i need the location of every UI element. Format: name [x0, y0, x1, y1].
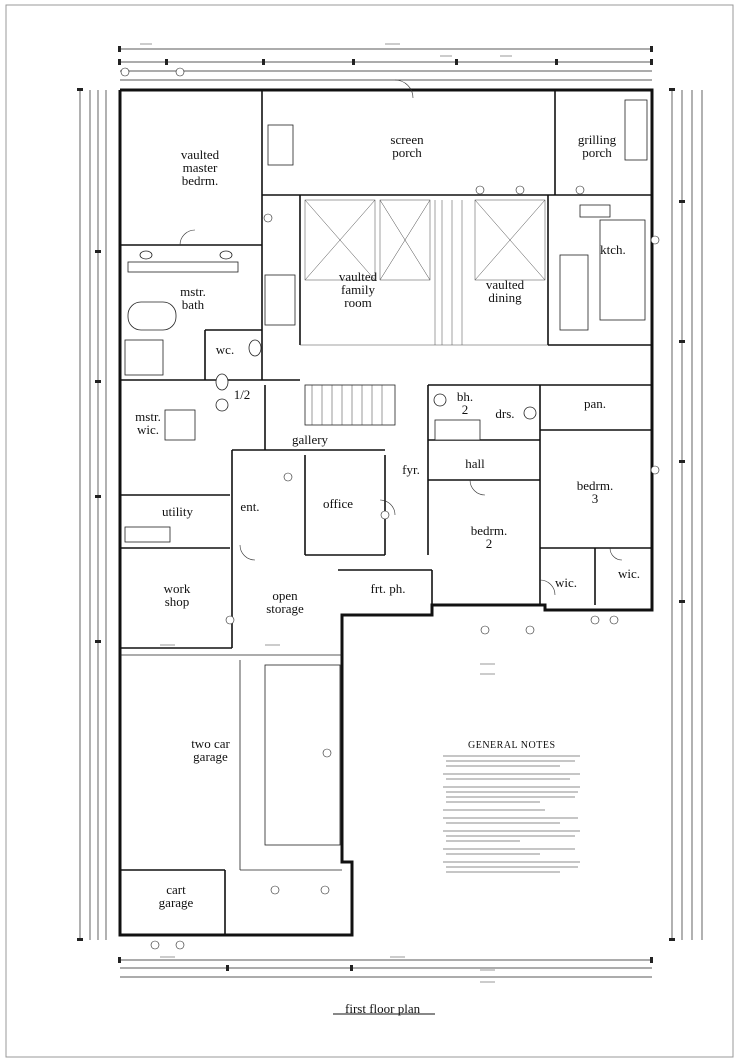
room-label-bedroom3: bedrm. 3	[576, 478, 614, 506]
room-label-entry: ent.	[240, 499, 260, 514]
room-label-master-bath: mstr. bath	[180, 284, 206, 312]
room-label-dressing: drs.	[495, 406, 515, 421]
notes-text-lines	[443, 755, 580, 873]
room-label-cart-garage: cart garage	[158, 882, 194, 910]
room-label-foyer: fyr.	[402, 462, 420, 477]
room-label-wic-a: wic.	[554, 575, 578, 590]
room-label-screen-porch: screen porch	[390, 132, 424, 160]
room-label-gallery: gallery	[291, 432, 329, 447]
room-label-garage: two car garage	[191, 736, 230, 764]
room-label-family-room: vaulted family room	[338, 269, 378, 310]
vaulted-ceiling-marks	[300, 199, 548, 346]
room-label-master-bedroom: vaulted master bedrm.	[180, 147, 220, 188]
door-swings	[179, 79, 623, 596]
stairs	[311, 385, 383, 425]
room-label-kitchen: ktch.	[600, 242, 626, 257]
fine-print-dims	[140, 43, 512, 983]
room-label-pantry: pan.	[583, 396, 607, 411]
room-label-open-storage: open storage	[266, 588, 304, 616]
room-label-bedroom2: bedrm. 2	[470, 523, 508, 551]
dimension-ticks	[77, 46, 685, 971]
room-label-grilling-porch: grilling porch	[577, 132, 617, 160]
exterior-walls	[118, 88, 654, 937]
room-label-office: office	[322, 496, 354, 511]
room-label-master-wic: mstr. wic.	[135, 409, 161, 437]
fixtures	[124, 99, 648, 543]
garage-details	[120, 654, 342, 871]
room-label-workshop: work shop	[163, 581, 191, 609]
room-label-utility: utility	[161, 504, 194, 519]
room-label-front-porch: frt. ph.	[370, 581, 406, 596]
plan-title: first floor plan	[345, 1001, 421, 1016]
room-label-bath2: bh. 2	[456, 389, 474, 417]
general-notes-title: GENERAL NOTES	[468, 740, 556, 751]
callout-symbols	[120, 67, 660, 950]
sheet-border	[5, 4, 734, 1058]
room-label-half-bath: 1/2	[233, 387, 251, 402]
room-label-dining: vaulted dining	[485, 277, 525, 305]
room-label-wic-b: wic.	[617, 566, 641, 581]
room-label-hall: hall	[465, 456, 485, 471]
room-label-wc: wc.	[215, 342, 235, 357]
dimension-lines	[79, 48, 703, 978]
